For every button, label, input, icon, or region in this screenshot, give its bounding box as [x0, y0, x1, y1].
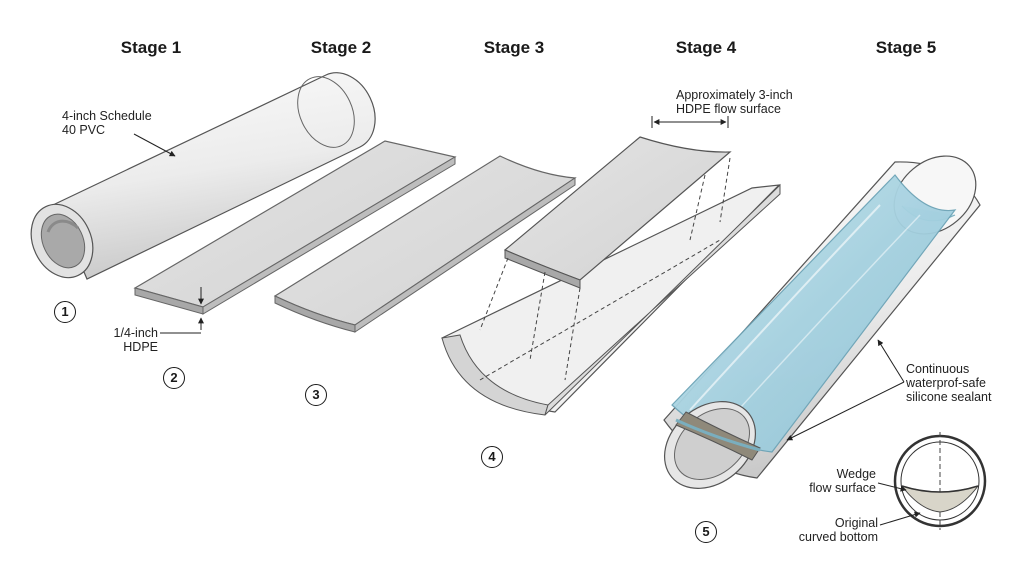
stage-2-hdpe-strip: [133, 140, 457, 315]
flow-label-line-1: Approximately 3-inch: [676, 88, 793, 102]
pvc-label-line-2: 40 PVC: [62, 123, 106, 137]
stage-2-title: Stage 2: [310, 38, 372, 57]
step-3-marker: 3: [305, 384, 327, 406]
wedge-label-line-2: flow surface: [809, 481, 876, 495]
stage-4-title: Stage 4: [675, 38, 737, 57]
sealant-label: Continuous waterprof-safe silicone seala…: [906, 362, 991, 404]
bottom-label-line-1: Original: [834, 516, 878, 530]
hdpe-label-line-2: HDPE: [123, 340, 158, 354]
wedge-label: Wedge flow surface: [778, 467, 876, 495]
stage-3-bent-strip: [273, 155, 577, 333]
cross-section-inset: [893, 432, 987, 530]
pvc-label-line-1: 4-inch Schedule: [62, 109, 152, 123]
sealant-label-line-3: silicone sealant: [906, 390, 992, 404]
stage-1-title: Stage 1: [120, 38, 182, 57]
stage-4-half-pipe: [441, 136, 781, 416]
step-4-marker: 4: [481, 446, 503, 468]
flow-surface-label: Approximately 3-inch HDPE flow surface: [676, 88, 793, 116]
flow-label-line-2: HDPE flow surface: [676, 102, 781, 116]
sealant-label-line-1: Continuous: [906, 362, 970, 376]
hdpe-thickness-label: 1/4-inch HDPE: [98, 326, 158, 354]
bottom-label-line-2: curved bottom: [798, 530, 878, 544]
stage-5-sealed-pipe: [663, 155, 981, 489]
curved-bottom-label: Original curved bottom: [778, 516, 878, 544]
sealant-label-line-2: waterprof-safe: [906, 376, 986, 390]
wedge-label-line-1: Wedge: [836, 467, 876, 481]
step-1-marker: 1: [54, 301, 76, 323]
stage-3-title: Stage 3: [483, 38, 545, 57]
stage-1-pvc-pipe: [30, 72, 376, 280]
step-5-marker: 5: [695, 521, 717, 543]
stage-5-title: Stage 5: [875, 38, 937, 57]
pvc-pipe-label: 4-inch Schedule 40 PVC: [62, 109, 152, 137]
hdpe-label-line-1: 1/4-inch: [113, 326, 158, 340]
step-2-marker: 2: [163, 367, 185, 389]
